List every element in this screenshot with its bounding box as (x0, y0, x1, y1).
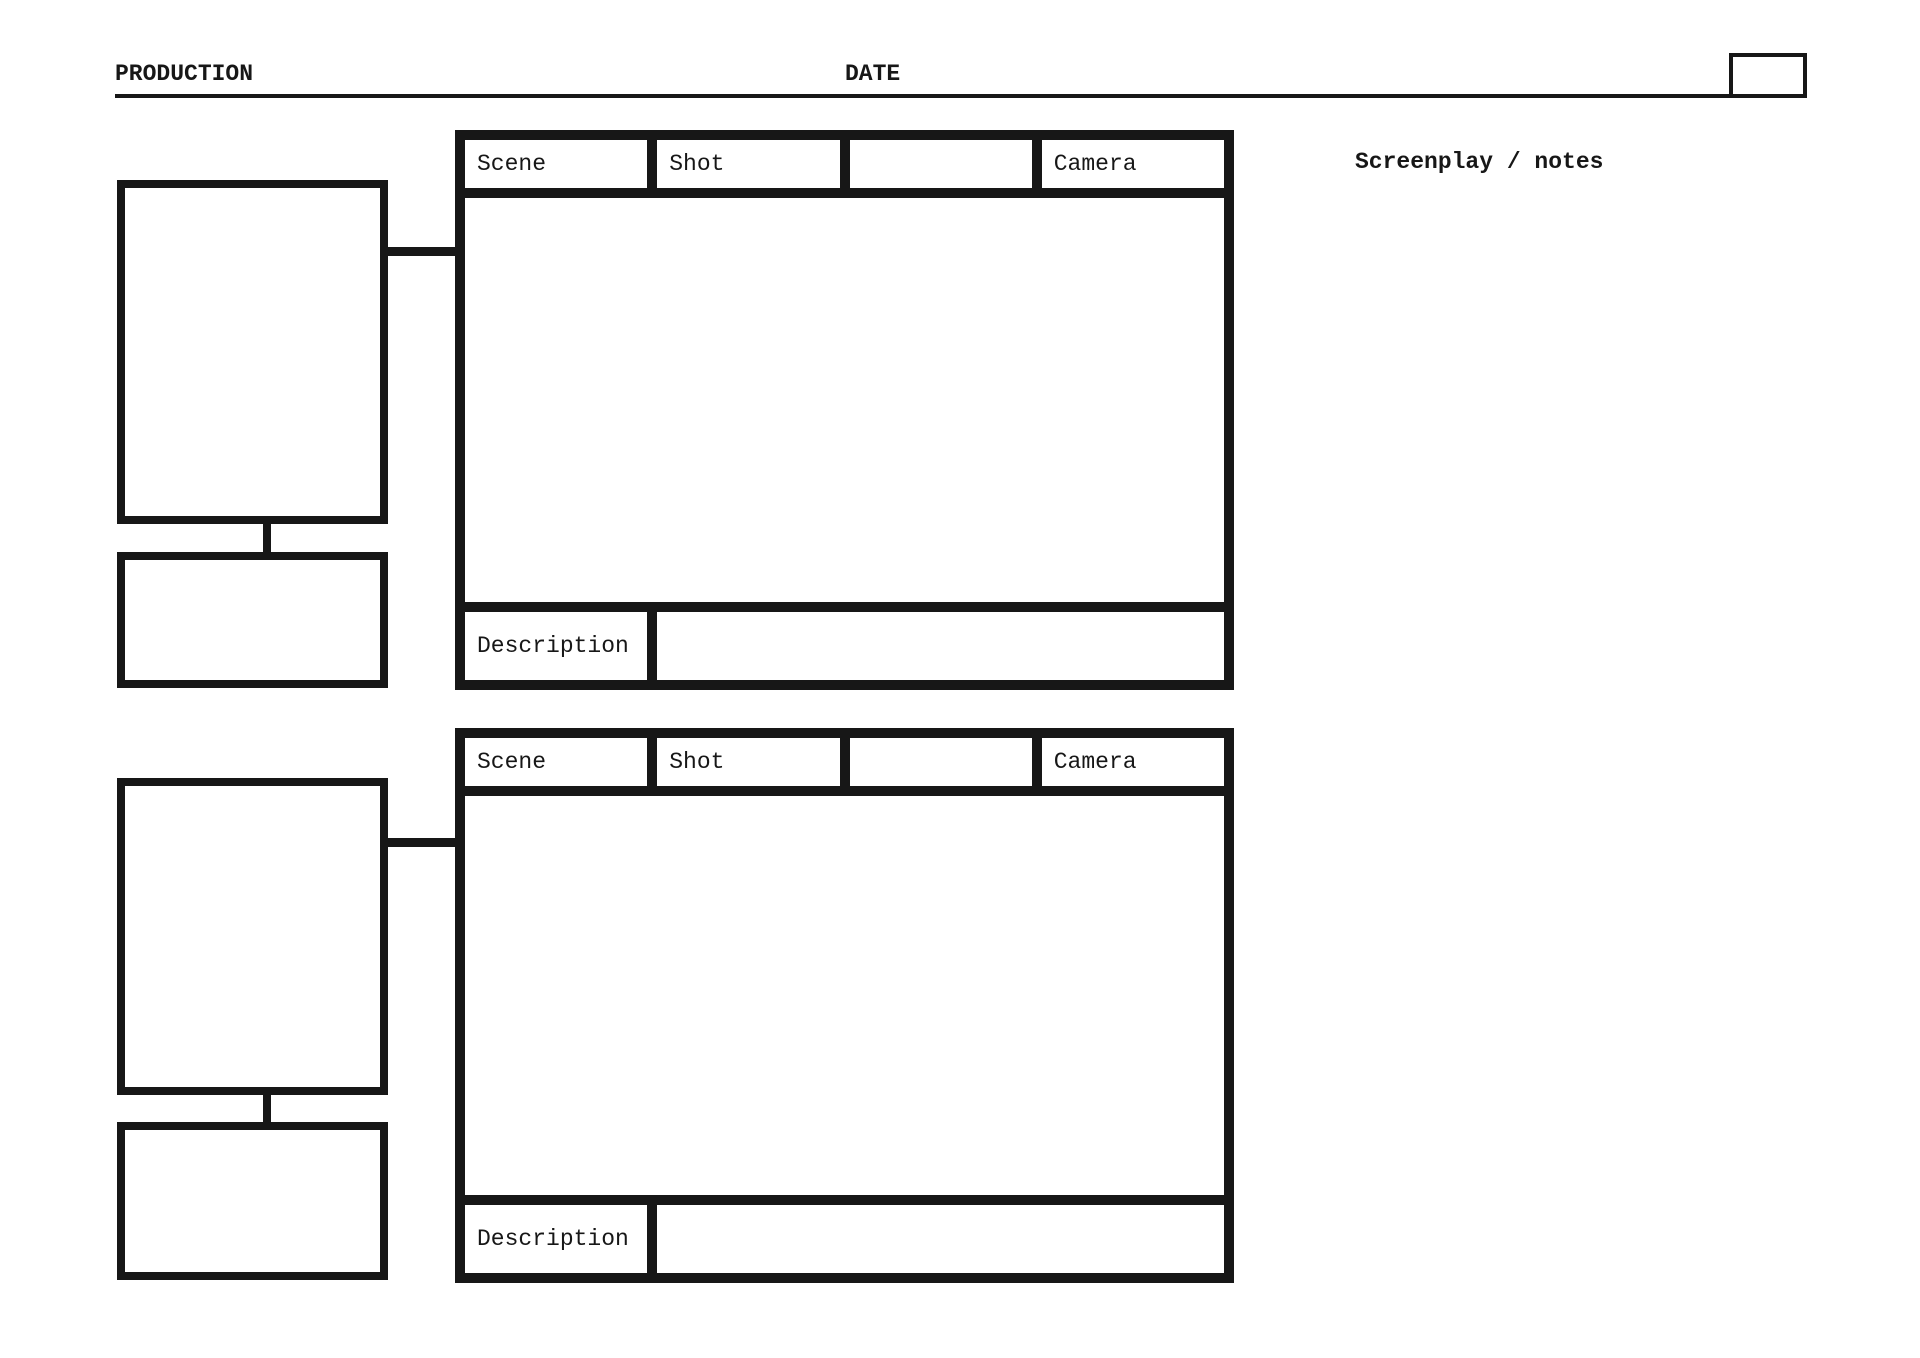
horizontal-connector (388, 838, 455, 847)
frame-sketch-area[interactable] (465, 198, 1224, 602)
scene-label: Scene (477, 151, 547, 177)
storyboard-block-2: Scene Shot Camera Description (0, 728, 1920, 1283)
vertical-connector (263, 1095, 271, 1122)
description-value-cell[interactable] (657, 612, 1224, 680)
thumbnail-box-large[interactable] (117, 180, 388, 524)
shot-cell[interactable]: Shot (657, 738, 840, 786)
description-label: Description (477, 633, 629, 659)
header-underline (115, 94, 1807, 98)
storyboard-panel: Scene Shot Camera Description (455, 130, 1234, 690)
panel-header-row: Scene Shot Camera (465, 140, 1224, 188)
shot-label: Shot (669, 151, 725, 177)
screenplay-notes-label: Screenplay / notes (1355, 149, 1604, 175)
description-row: Description (465, 1205, 1224, 1273)
thumbnail-box-large[interactable] (117, 778, 388, 1095)
scene-cell[interactable]: Scene (465, 140, 648, 188)
storyboard-panel: Scene Shot Camera Description (455, 728, 1234, 1283)
camera-label: Camera (1053, 151, 1137, 177)
panel-header-row: Scene Shot Camera (465, 738, 1224, 786)
camera-label: Camera (1053, 749, 1137, 775)
storyboard-block-1: Scene Shot Camera Description (0, 130, 1920, 690)
thumbnail-box-small[interactable] (117, 552, 388, 688)
shot-label: Shot (669, 749, 725, 775)
description-row: Description (465, 612, 1224, 680)
description-label: Description (477, 1226, 629, 1252)
extra-cell[interactable] (849, 140, 1032, 188)
date-label: DATE (845, 61, 901, 87)
scene-cell[interactable]: Scene (465, 738, 648, 786)
camera-cell[interactable]: Camera (1041, 738, 1224, 786)
page-number-box[interactable] (1729, 53, 1807, 98)
thumbnail-box-small[interactable] (117, 1122, 388, 1280)
scene-label: Scene (477, 749, 547, 775)
description-value-cell[interactable] (657, 1205, 1224, 1273)
shot-cell[interactable]: Shot (657, 140, 840, 188)
camera-cell[interactable]: Camera (1041, 140, 1224, 188)
frame-sketch-area[interactable] (465, 796, 1224, 1195)
description-label-cell: Description (465, 612, 647, 680)
extra-cell[interactable] (849, 738, 1032, 786)
description-label-cell: Description (465, 1205, 647, 1273)
vertical-connector (263, 524, 271, 552)
production-label: PRODUCTION (115, 61, 254, 87)
horizontal-connector (388, 247, 455, 256)
